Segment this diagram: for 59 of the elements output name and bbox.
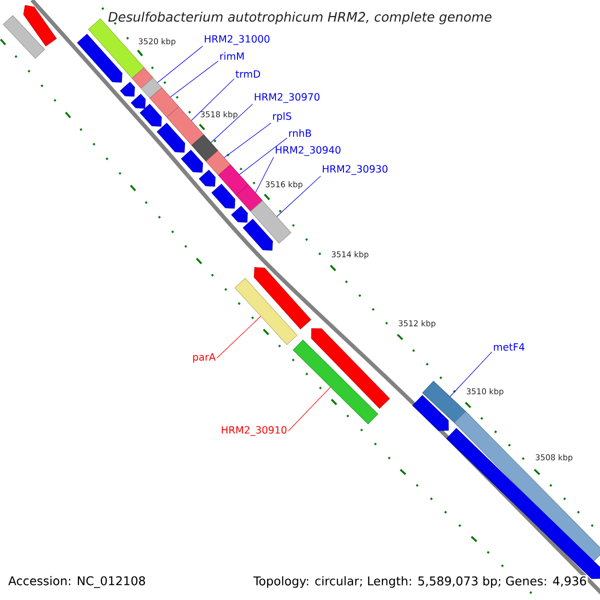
title: Desulfobacterium autotrophicum HRM2, complete genome (108, 12, 492, 24)
leader-line (224, 122, 272, 158)
leader-line (239, 138, 288, 175)
leader-line (276, 176, 321, 217)
pointed-gene-bar (140, 104, 162, 127)
pointed-gene-bar (211, 184, 236, 209)
gene-bar (132, 67, 154, 89)
gene-bar (292, 340, 378, 424)
leader-line (170, 60, 218, 98)
gene-label: HRM2_30930 (322, 165, 388, 175)
pointed-gene-bar (181, 150, 203, 173)
leader-line (288, 386, 331, 432)
gene-bar (206, 150, 231, 176)
gene-label: rplS (273, 112, 292, 122)
pointed-gene-bar (254, 267, 312, 330)
leader-line (216, 316, 261, 358)
gene-label: HRM2_31000 (204, 35, 270, 45)
pointed-gene-bar (412, 395, 449, 431)
scale-label: 3516 kbp (264, 180, 304, 190)
scale-label: 3518 kbp (199, 110, 239, 120)
pointed-gene-bar (77, 34, 122, 83)
gene-label: trmD (236, 70, 260, 78)
gene-bar (192, 134, 218, 162)
leader-line (157, 46, 203, 83)
gene-bar (422, 380, 467, 424)
footer-text: Accession: NC_012108 (7, 575, 147, 589)
gene-label: parA (193, 353, 216, 363)
gene-label: HRM2_30940 (276, 146, 340, 156)
gene-label: rimM (220, 52, 244, 60)
footer-text: Topology: circular; Length: 5,589,073 bp; Genes: 4,936 (252, 575, 588, 589)
gene-bar (234, 278, 298, 345)
pointed-gene-bar (231, 206, 248, 223)
gene-label: metF4 (494, 343, 524, 351)
gene-bar (454, 411, 600, 563)
gene-bar (140, 77, 162, 99)
pointed-gene-bar (156, 122, 186, 153)
gene-bar (150, 87, 180, 118)
gene-bar (250, 200, 292, 244)
pointed-gene-bar (242, 218, 273, 251)
pointed-gene-bar (198, 170, 216, 187)
gene-bar (3, 15, 45, 59)
pointed-gene-bar (130, 94, 146, 109)
scale-label: 3512 kbp (397, 319, 437, 329)
leader-line (191, 78, 234, 121)
pointed-gene-bar (120, 82, 135, 97)
leader-line (450, 352, 492, 397)
gene-bar (218, 164, 248, 196)
scale-label: 3514 kbp (330, 250, 370, 260)
leader-line (255, 156, 274, 193)
pointed-gene-bar (311, 328, 390, 409)
scale-label: 3520 kbp (137, 37, 177, 47)
scale-label: 3508 kbp (534, 453, 574, 463)
gene-label: rnhB (289, 129, 312, 137)
pointed-gene-bar (23, 5, 57, 46)
gene-bar (236, 184, 263, 212)
gene-label: HRM2_30970 (254, 93, 320, 103)
scale-label: 3510 kbp (465, 387, 505, 397)
gene-label: HRM2_30910 (222, 426, 286, 436)
leader-line (210, 104, 253, 143)
